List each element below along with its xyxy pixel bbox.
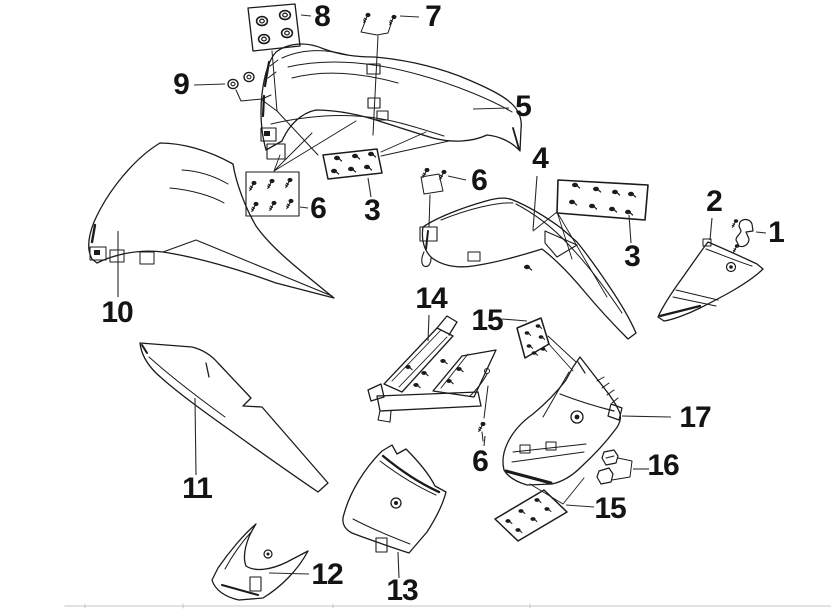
callout-1-leader-line	[755, 231, 767, 234]
part-2-small-side-panel	[657, 238, 764, 322]
callout-14-leader-line	[427, 314, 430, 342]
callout-3-right-leader-line	[628, 214, 632, 244]
part-6-screw-bottom	[477, 385, 489, 442]
part-11-side-trim	[139, 342, 329, 493]
part-12-lower-panel-left	[211, 523, 309, 601]
callout-12-leader-line	[268, 572, 310, 575]
callout-2-leader-line	[709, 217, 713, 241]
part-3-clip-plate-left	[322, 131, 450, 180]
callout-8-leader-line	[300, 14, 312, 17]
part-16-clip-tabs	[596, 449, 633, 485]
part-14-center-bracket	[367, 315, 497, 423]
callout-15-lower-leader-line	[565, 504, 595, 508]
part-1-clip-with-screws	[731, 218, 754, 253]
callout-6-box-leader-line	[299, 206, 309, 209]
part-3-clip-plate-right	[532, 179, 649, 298]
callout-6-mid-leader-line	[447, 175, 467, 181]
part-15-clip-plate-upper	[516, 317, 577, 372]
cropped-table-border	[64, 603, 831, 609]
part-4-upper-side-panel	[419, 197, 637, 340]
part-6-screw-set-box	[245, 120, 357, 217]
callout-4-leader-line	[532, 175, 538, 231]
callout-6-bottom-leader-line	[483, 435, 486, 447]
part-17-lower-side-panel	[502, 356, 623, 486]
callout-3-left-leader-line	[367, 177, 372, 198]
part-5-front-cowl	[260, 43, 522, 160]
part-15-clip-plate-lower	[494, 477, 585, 542]
part-10-front-shield	[88, 142, 335, 299]
callout-13-leader-line	[397, 551, 400, 579]
callout-11-leader-line	[194, 397, 197, 476]
leader-lines-layer	[117, 14, 767, 579]
part-6-screws-mid	[420, 167, 448, 228]
callout-17-leader-line	[621, 415, 672, 418]
part-7-screws	[360, 12, 398, 136]
callout-15-upper-leader-line	[501, 318, 528, 322]
part-9-washers	[227, 71, 278, 112]
callout-9-leader-line	[193, 83, 226, 86]
callout-7-leader-line	[399, 15, 420, 18]
part-13-lower-panel-center	[342, 444, 447, 554]
part-8-grommet-plate	[247, 3, 319, 156]
callout-5-leader-line	[472, 107, 510, 110]
